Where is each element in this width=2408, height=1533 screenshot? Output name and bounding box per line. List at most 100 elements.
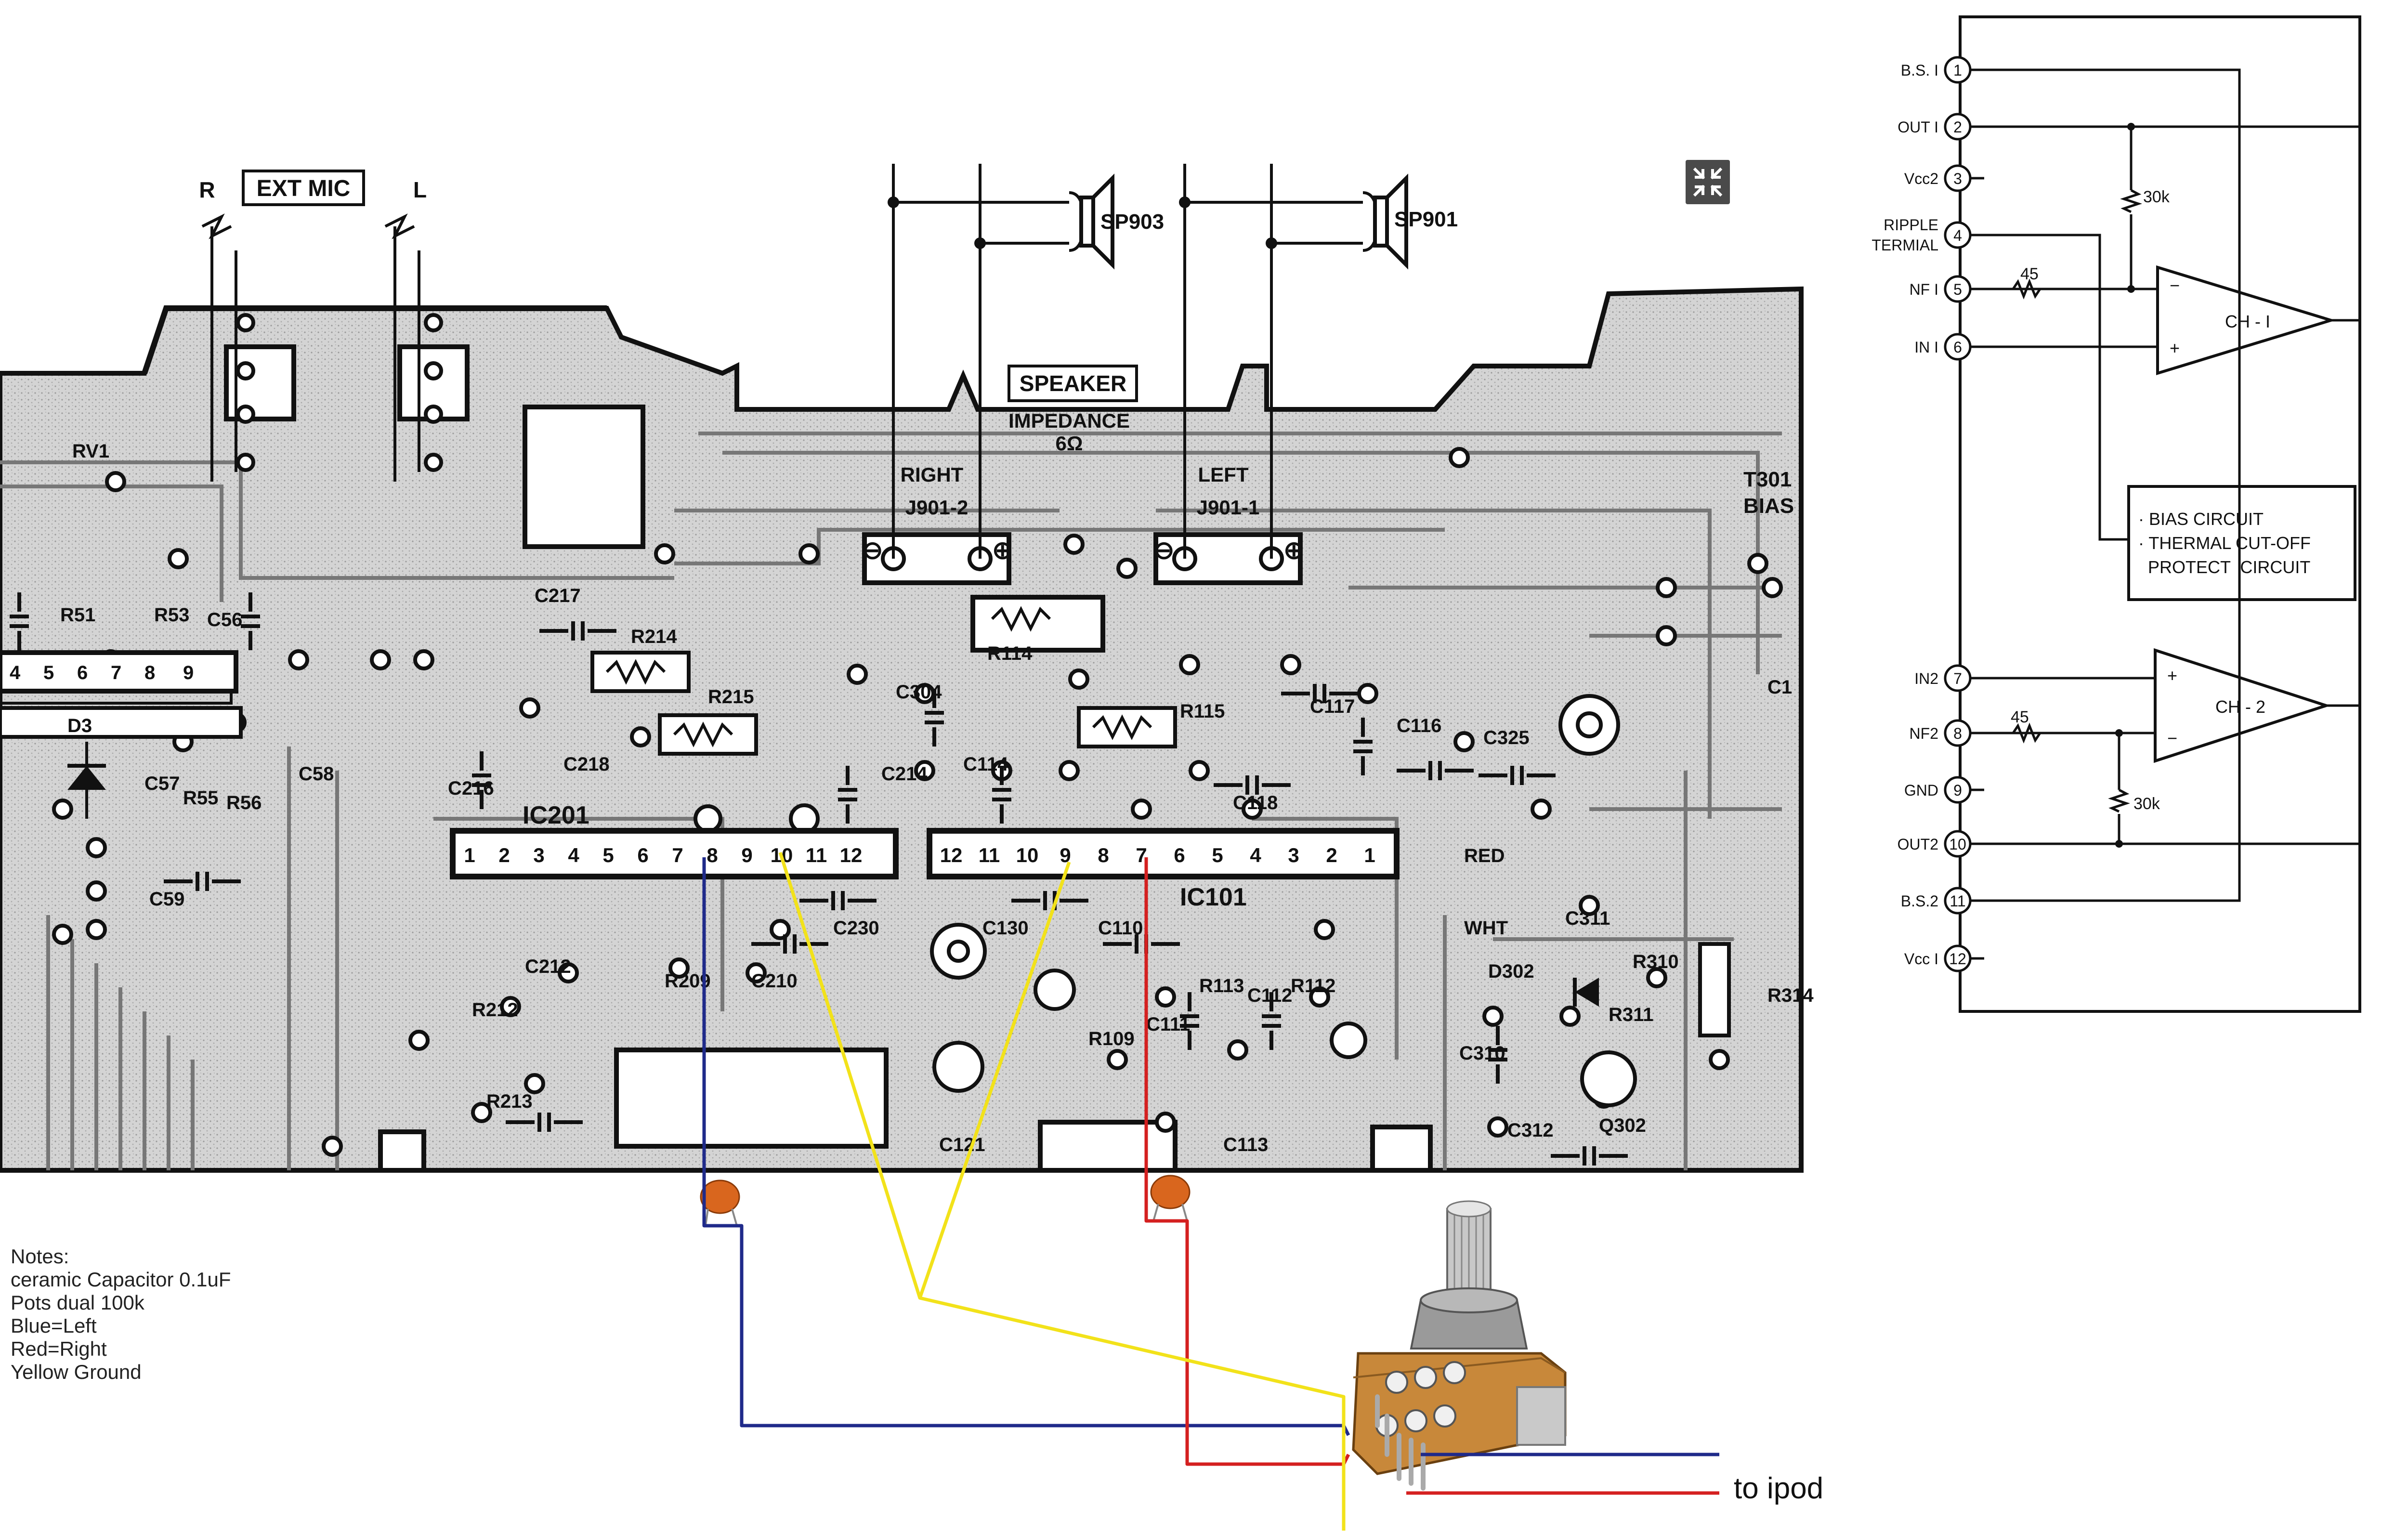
component-c117: C117 [1310,696,1355,717]
bias-line-1: · BIAS CIRCUIT [2138,509,2264,529]
dual-potentiometer [1352,1200,1567,1491]
component-r113: R113 [1199,975,1244,996]
component-c114: C114 [963,754,1008,775]
res-30k-bottom: 30k [2133,795,2160,813]
component-c216: C216 [448,778,494,799]
minus-right: ⊖ [862,537,883,564]
ic-pin-label-4-b: TERMIAL [1871,236,1938,254]
component-q302: Q302 [1599,1115,1646,1136]
component-r112: R112 [1291,975,1335,996]
ic-pin-num-2: 2 [1953,118,1962,136]
component-r51: R51 [60,604,95,626]
plus-left: ⊕ [1283,537,1305,564]
ic101-pin-1: 1 [1364,844,1375,866]
ch1-label: CH - I [2225,312,2270,331]
ic201-pin-2: 2 [498,844,510,866]
ic201-pin-7: 7 [672,844,683,866]
ic101-pin-3: 3 [1288,844,1299,866]
component-r109: R109 [1088,1028,1135,1049]
sp903-label: SP903 [1100,210,1164,234]
component-c118: C118 [1233,792,1278,813]
component-r115: R115 [1180,701,1225,722]
ic-pin-num-11: 11 [1950,892,1965,910]
component-r214: R214 [631,626,677,647]
ic-pin-num-4: 4 [1953,227,1962,244]
ic101-pin-10: 10 [1016,844,1039,866]
component-r53: R53 [154,604,189,626]
svg-text:4: 4 [10,662,21,683]
notes-panel: Notes: ceramic Capacitor 0.1uF Pots dual… [11,1245,231,1384]
ic101-pin-7: 7 [1136,844,1147,866]
svg-text:+: + [2167,666,2177,685]
zoom-fit-icon [1693,167,1723,197]
ic201-pin-8: 8 [707,844,718,866]
ic-pin-label-10: OUT2 [1898,836,1938,853]
ic-pin-label-6: IN I [1914,339,1938,356]
ic101-pin-9: 9 [1060,844,1071,866]
ic101-pin-6: 6 [1174,844,1185,866]
component-rv1: RV1 [72,441,109,462]
ic101-pin-12: 12 [940,844,963,866]
ic201-pin-6: 6 [637,844,648,866]
component-c310: C310 [1459,1043,1505,1064]
component-c210: C210 [751,970,798,992]
ic-pin-num-6: 6 [1953,339,1962,356]
ic101-pin-8: 8 [1098,844,1109,866]
ohms-label: 6Ω [1055,432,1083,455]
component-c113: C113 [1223,1134,1268,1155]
component-c325: C325 [1483,727,1530,748]
ic-pin-label-7: IN2 [1914,670,1938,687]
ic101-pin-5: 5 [1212,844,1223,866]
left-label: LEFT [1198,463,1249,486]
component-c130: C130 [982,917,1029,939]
component-r55: R55 [183,787,218,809]
component-r215: R215 [708,686,754,708]
ic-pin-num-9: 9 [1953,782,1962,799]
component-c311: C311 [1565,908,1610,929]
ic-pin-label-5: NF I [1910,281,1938,298]
mic-r-label: R [199,177,215,202]
component-r213: R213 [486,1091,533,1112]
res-45-top: 45 [2020,265,2039,283]
component-r114: R114 [987,643,1033,664]
ic-pin-label-4-a: RIPPLE [1884,216,1938,234]
ic201-pin-1: 1 [464,844,475,866]
component-d302: D302 [1488,961,1534,982]
j901-2-label: J901-2 [905,496,968,519]
zoom-fit-button[interactable] [1686,160,1730,204]
ic201-pin-9: 9 [741,844,752,866]
ic201-label: IC201 [523,801,589,829]
component-c304: C304 [896,681,942,703]
component-c58: C58 [299,763,334,785]
bias-line-3: PROTECT CIRCUIT [2138,557,2310,577]
ic201-pin-11: 11 [806,844,827,866]
ic-pin-label-12: Vcc I [1904,950,1938,968]
component-c312: C312 [1507,1120,1554,1141]
bias-line-2: · THERMAL CUT-OFF [2138,533,2311,553]
bias-label: BIAS [1743,494,1794,518]
ic101-pin-4: 4 [1250,844,1261,866]
component-c214: C214 [881,763,928,785]
ic-pin-label-3: Vcc2 [1904,170,1938,187]
component-c217: C217 [535,585,581,606]
svg-text:−: − [2167,728,2177,748]
ic-pin-label-2: OUT I [1898,118,1938,136]
svg-text:7: 7 [111,662,121,683]
notes-line-red: Red=Right [11,1337,107,1360]
ic201-pin-3: 3 [533,844,544,866]
mic-l-label: L [413,177,427,202]
to-ipod-label: to ipod [1734,1472,1824,1505]
right-label: RIGHT [901,463,964,486]
ic-pin-label-8: NF2 [1910,725,1938,742]
component-c121: C121 [939,1134,985,1155]
svg-text:5: 5 [43,662,54,683]
svg-text:8: 8 [144,662,155,683]
svg-text:−: − [2170,275,2180,295]
red-label: RED [1464,845,1505,866]
component-r310: R310 [1633,951,1679,972]
yellow-ground-wire [778,852,1346,1533]
ic-pin-num-1: 1 [1953,62,1962,79]
